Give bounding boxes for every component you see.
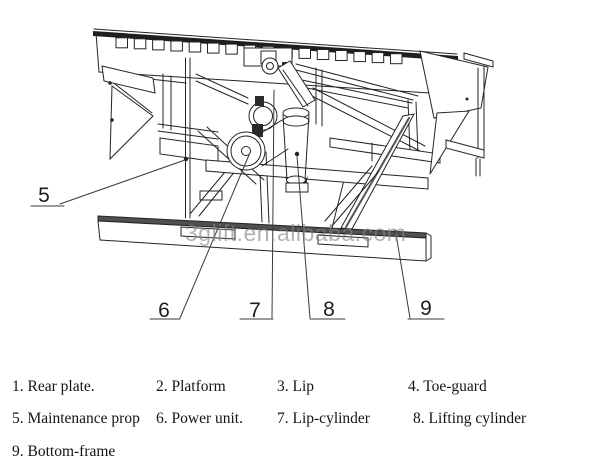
legend-item-platform: 2. Platform <box>156 378 226 395</box>
watermark: 3glift.en.alibaba.com <box>185 220 407 246</box>
dock-leveler-diagram: 5 6 7 8 9 <box>30 28 494 322</box>
power-unit <box>226 96 289 171</box>
legend-item-rear-plate: 1. Rear plate. <box>12 378 95 395</box>
left-frame-column <box>157 73 237 217</box>
legend-item-power-unit: 6. Power unit. <box>156 410 243 427</box>
callout-8 <box>294 151 346 320</box>
legend-item-toe-guard: 4. Toe-guard <box>408 378 487 395</box>
legend-item-bottom-frame: 9. Bottom-frame <box>12 443 116 460</box>
callout-number-7: 7 <box>249 299 261 322</box>
right-toe-guard <box>419 50 494 177</box>
callout-leaders <box>30 89 445 320</box>
maintenance-prop <box>183 57 191 219</box>
left-toe-guard <box>101 65 156 161</box>
callout-numbers: 5 6 7 8 9 <box>38 184 432 322</box>
scissor-arms <box>197 113 415 230</box>
lifting-cylinder <box>282 107 310 193</box>
lip-hinge-bracket <box>243 47 293 75</box>
legend-item-lifting-cylinder: 8. Lifting cylinder <box>413 410 527 427</box>
bottom-frame <box>97 215 432 262</box>
callout-7 <box>239 89 275 320</box>
legend-item-lip: 3. Lip <box>277 378 315 395</box>
callout-5 <box>30 159 186 207</box>
legend-item-maintenance-prop: 5. Maintenance prop <box>12 410 140 427</box>
legend-item-lip-cylinder: 7. Lip-cylinder <box>277 410 370 427</box>
callout-number-5: 5 <box>38 184 50 207</box>
callout-number-8: 8 <box>323 298 335 321</box>
callout-number-6: 6 <box>158 299 170 322</box>
callout-9 <box>395 233 445 320</box>
callout-number-9: 9 <box>420 297 432 320</box>
lip-cylinder <box>277 60 316 108</box>
callout-6 <box>149 154 250 320</box>
